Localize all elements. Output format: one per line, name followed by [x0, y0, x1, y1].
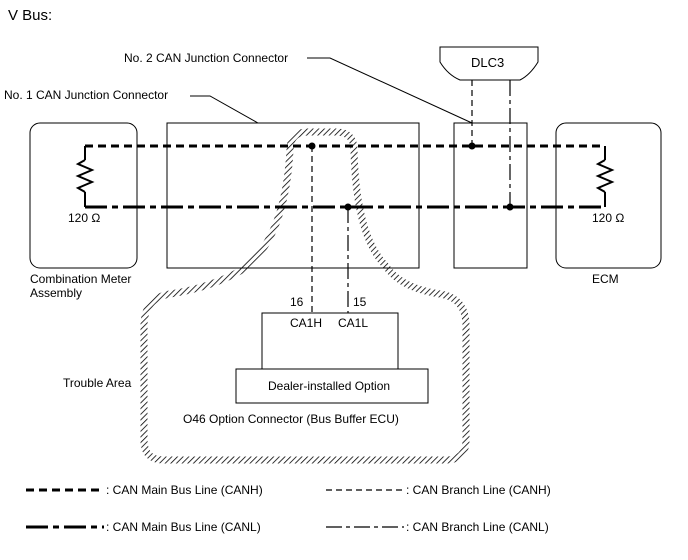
- dlc3-label: DLC3: [471, 55, 504, 70]
- no1-junction-leader: [190, 95, 259, 124]
- junction-dot-canh-no1: [308, 142, 316, 150]
- legend-canl-branch-text: : CAN Branch Line (CANL): [406, 520, 549, 534]
- diagram-title: V Bus:: [8, 7, 52, 24]
- ca1l-label: CA1L: [338, 316, 368, 330]
- ecm-box: [555, 122, 662, 269]
- combination-meter-label-1: Combination Meter: [30, 272, 131, 286]
- no1-junction-label: No. 1 CAN Junction Connector: [4, 88, 168, 102]
- combination-meter-label-2: Assembly: [30, 286, 82, 300]
- junction-dot-canh-no2: [468, 142, 476, 150]
- combination-meter-box: [29, 122, 138, 269]
- junction-dot-canl-no2: [506, 203, 514, 211]
- dealer-option-label: Dealer-installed Option: [268, 379, 390, 393]
- legend-canh-branch-text: : CAN Branch Line (CANH): [406, 483, 551, 497]
- resistor-right: [595, 146, 615, 207]
- dealer-option-box: [235, 368, 429, 404]
- resistor-right-label: 120 Ω: [592, 211, 624, 225]
- trouble-area-outline: [140, 128, 470, 464]
- no2-junction-label: No. 2 CAN Junction Connector: [124, 51, 288, 65]
- resistor-left: [75, 146, 95, 207]
- option-connector-label: O46 Option Connector (Bus Buffer ECU): [183, 412, 399, 426]
- dlc3-connector: [439, 46, 539, 81]
- junction-dot-canl-no1: [344, 203, 352, 211]
- no2-junction-leader: [307, 57, 473, 124]
- ca1h-label: CA1H: [290, 316, 322, 330]
- legend-canl-main-text: : CAN Main Bus Line (CANL): [106, 520, 261, 534]
- legend-canh-main-text: : CAN Main Bus Line (CANH): [106, 483, 263, 497]
- ecm-label: ECM: [592, 272, 619, 286]
- no1-junction-box: [166, 122, 420, 269]
- no2-junction-box: [453, 122, 528, 269]
- option-connector-box: [261, 312, 399, 370]
- resistor-left-label: 120 Ω: [68, 211, 100, 225]
- pin-15-label: 15: [353, 295, 367, 309]
- trouble-area-label: Trouble Area: [63, 376, 132, 390]
- pin-16-label: 16: [290, 295, 304, 309]
